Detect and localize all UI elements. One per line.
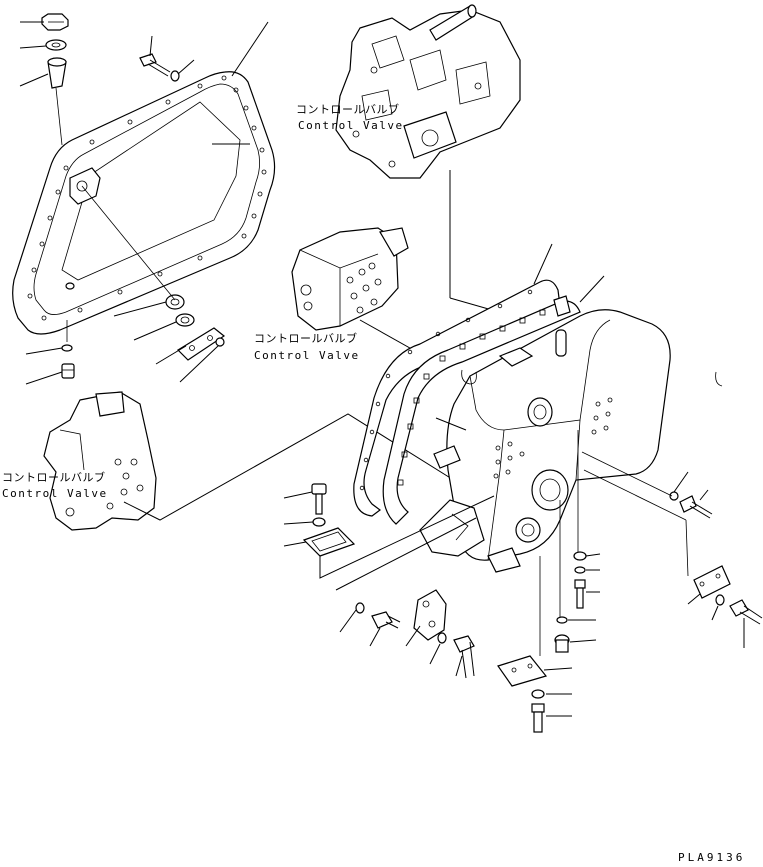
gauge-bracket bbox=[177, 327, 226, 361]
top-left-cover-assembly bbox=[12, 13, 276, 385]
plug-lower bbox=[554, 634, 570, 653]
cover-plate bbox=[12, 71, 276, 335]
control-valve-top: コントロールバルブ Control Valve bbox=[296, 4, 521, 311]
mounting-bracket bbox=[413, 589, 447, 641]
drain-plug bbox=[61, 363, 75, 379]
strainer bbox=[47, 57, 67, 146]
vertical-bolt bbox=[311, 483, 327, 515]
right-cover-plate bbox=[693, 565, 731, 599]
bottom-bolt bbox=[531, 703, 545, 733]
housing-gasket bbox=[353, 279, 561, 517]
lower-boss bbox=[515, 517, 541, 543]
stack-bolt bbox=[574, 579, 586, 609]
valve-middle-en-label: Control Valve bbox=[254, 349, 360, 362]
bolt bbox=[139, 53, 171, 77]
control-valve-left: コントロールバルブ Control Valve bbox=[2, 391, 461, 531]
bottom-washer bbox=[531, 689, 545, 699]
lower-bolt bbox=[371, 611, 393, 629]
bracket-bolt bbox=[453, 635, 475, 653]
inner-gasket bbox=[382, 300, 581, 525]
front-boss bbox=[531, 469, 569, 511]
right-bolt bbox=[679, 495, 697, 513]
transmission-case bbox=[419, 295, 723, 573]
o-ring bbox=[61, 344, 73, 352]
gauge-seal bbox=[175, 313, 195, 327]
washer bbox=[45, 39, 67, 51]
name-plate bbox=[302, 527, 356, 557]
filler-cap bbox=[41, 13, 69, 31]
yoke bbox=[419, 499, 485, 557]
housing-assembly bbox=[353, 243, 763, 733]
o-ring-lower bbox=[556, 616, 568, 624]
gauge-ring bbox=[165, 294, 185, 310]
valve-left-jp-label: コントロールバルブ bbox=[2, 470, 106, 484]
valve-middle-jp-label: コントロールバルブ bbox=[254, 331, 358, 345]
seal-washer-a bbox=[573, 551, 587, 561]
bracket-washer bbox=[437, 632, 447, 644]
bolt-holes bbox=[27, 75, 267, 321]
lower-washer bbox=[355, 602, 365, 614]
bottom-cover-plate bbox=[497, 655, 548, 687]
valve-top-en-label: Control Valve bbox=[298, 119, 404, 132]
lock-washer bbox=[170, 70, 180, 82]
valve-left-en-label: Control Valve bbox=[2, 487, 108, 500]
seal-washer-b bbox=[574, 566, 586, 574]
far-right-washer bbox=[715, 594, 725, 606]
valve-top-jp-label: コントロールバルブ bbox=[296, 102, 400, 116]
nut bbox=[215, 337, 225, 347]
control-valve-middle: コントロールバルブ Control Valve bbox=[254, 227, 443, 367]
far-right-bolt bbox=[729, 599, 749, 617]
right-boss bbox=[527, 397, 553, 427]
lower-left-parts bbox=[283, 483, 495, 679]
drawing-code: PLA9136 bbox=[678, 851, 745, 864]
plate-washer bbox=[312, 517, 326, 527]
